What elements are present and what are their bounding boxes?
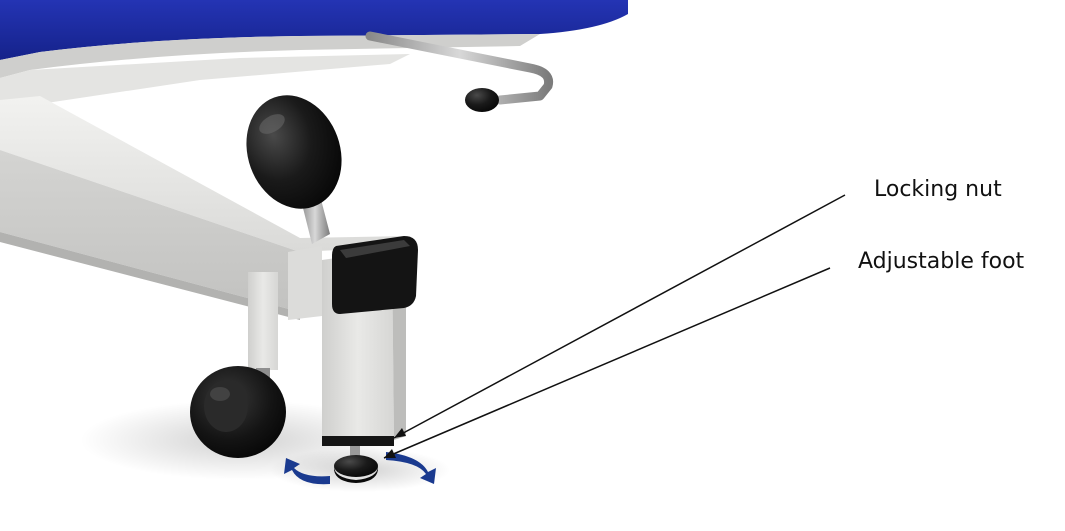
tilt-knob [231, 82, 357, 222]
foot-thread [350, 446, 360, 456]
caster-wheel-shine [210, 387, 230, 401]
adjustable-foot-pad [334, 455, 378, 477]
caster-wheel-hub [204, 380, 248, 432]
locking-nut [322, 436, 394, 446]
adjustable-foot-leader-line [384, 268, 830, 458]
locking-nut-leader-line [394, 195, 845, 438]
leg-corner-block [288, 246, 322, 320]
locking-nut-label: Locking nut [874, 176, 1002, 204]
caster-post [248, 272, 278, 370]
handle-end-cap [465, 88, 499, 112]
adjustable-foot-label: Adjustable foot [858, 248, 1024, 276]
